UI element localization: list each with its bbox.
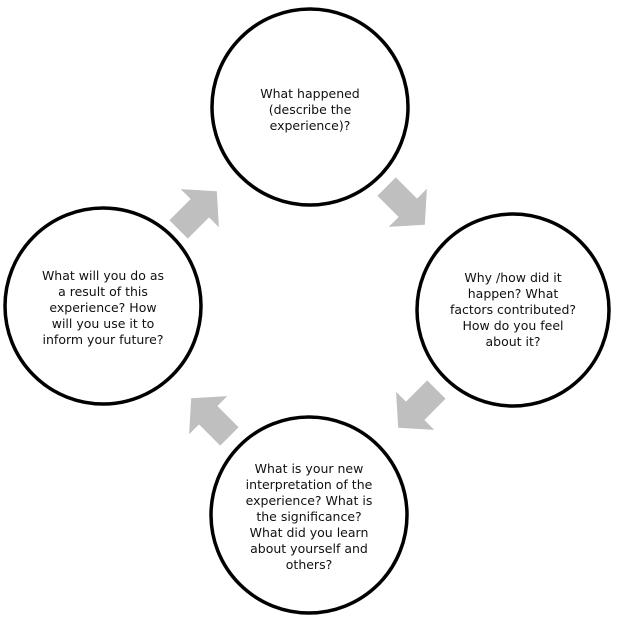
stage-line: the significance? (256, 509, 362, 524)
stage-circle-interpretation (209, 415, 409, 615)
arrow-action-to-what (169, 189, 219, 239)
stage-line: factors contributed? (449, 302, 577, 317)
stage-line: What will you do as (41, 268, 165, 283)
stage-line: a result of this (58, 284, 148, 299)
stage-line: experience? How (49, 300, 157, 315)
stage-text-interpretation: What is your new interpretation of the e… (219, 456, 399, 578)
stage-line: Why /how did it (464, 270, 562, 285)
stage-line: experience)? (269, 118, 351, 133)
stage-circle-what-happened (210, 7, 410, 207)
stage-line: What happened (260, 86, 360, 101)
stage-line: inform your future? (42, 332, 164, 347)
arrow-why-to-interpretation (396, 380, 446, 430)
stage-line: about yourself and (250, 541, 368, 556)
stage-line: about it? (485, 334, 541, 349)
stage-line: interpretation of the (245, 477, 373, 492)
stage-circle-future-action (3, 206, 203, 406)
stage-line: others? (285, 557, 333, 572)
stage-line: What did you learn (249, 525, 369, 540)
stage-text-future-action: What will you do as a result of this exp… (13, 262, 193, 354)
arrow-interpretation-to-action (189, 396, 239, 446)
stage-line: will you use it to (51, 316, 155, 331)
stage-text-why-how: Why /how did it happen? What factors con… (423, 258, 603, 362)
stage-line: (describe the (268, 102, 352, 117)
arrow-what-to-why (377, 177, 427, 227)
stage-circle-why-how (415, 212, 611, 408)
stage-line: What is your new (254, 461, 364, 476)
stage-line: How do you feel (462, 318, 564, 333)
stage-line: experience? What is (245, 493, 373, 508)
stage-text-what-happened: What happened (describe the experience)? (220, 60, 400, 160)
stage-line: happen? What (467, 286, 559, 301)
